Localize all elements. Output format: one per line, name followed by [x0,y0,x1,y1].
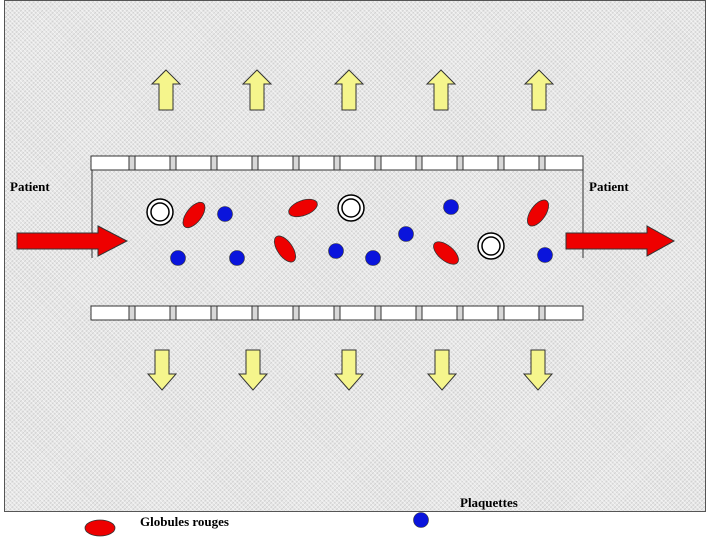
membrane-pore [415,305,423,321]
platelets [170,199,553,266]
platelet [170,250,186,266]
red-cell [288,198,318,218]
arrow-up-2 [242,69,272,111]
red-cell [182,201,206,229]
arrow-down-4 [427,349,457,391]
filtrate-arrows-up [151,69,554,111]
red-cell [433,241,459,265]
platelet [328,243,344,259]
membrane-pore [497,305,505,321]
membrane-pore [456,155,464,171]
membrane-pore [538,305,546,321]
arrow-up-3 [334,69,364,111]
red-cell [274,235,296,263]
white-cells [146,194,505,260]
membrane-pore [497,155,505,171]
inflow-arrow [16,225,129,257]
legend-platelet-symbol [413,512,429,528]
membrane-pore [251,305,259,321]
arrow-up-5 [524,69,554,111]
red-cells [182,198,549,265]
patient-out-label: Patient [589,179,629,194]
patient-in-label: Patient [10,179,50,194]
membrane-pore [538,155,546,171]
membrane-bottom [90,305,584,321]
arrow-down-1 [147,349,177,391]
legend-rbc-label: Globules rouges [140,514,229,529]
membrane-pore [128,155,136,171]
platelet [229,250,245,266]
platelet [537,247,553,263]
membrane-pore [292,155,300,171]
arrow-up-1 [151,69,181,111]
legend-platelets-label: Plaquettes [460,495,518,510]
arrow-down-5 [523,349,553,391]
outflow-arrow [565,225,676,257]
platelet [443,199,459,215]
platelet [365,250,381,266]
membrane-pore [333,305,341,321]
platelet [398,226,414,242]
membrane-pore [251,155,259,171]
arrow-down-3 [334,349,364,391]
membrane-pore [374,155,382,171]
platelet [217,206,233,222]
filtrate-arrows-down [147,349,553,391]
red-cell [527,199,549,227]
membrane-pore [128,305,136,321]
arrow-up-4 [426,69,456,111]
membrane-pore [333,155,341,171]
membrane-pore [169,155,177,171]
membrane-top [90,155,584,171]
membrane-pore [456,305,464,321]
white-cell [477,232,505,260]
membrane-pore [292,305,300,321]
white-cell [146,198,174,226]
arrow-down-2 [238,349,268,391]
membrane-pore [415,155,423,171]
membrane-pore [374,305,382,321]
white-cell [337,194,365,222]
membrane-pore [210,305,218,321]
legend-rbc-symbol [84,519,116,537]
membrane-pore [210,155,218,171]
membrane-pore [169,305,177,321]
